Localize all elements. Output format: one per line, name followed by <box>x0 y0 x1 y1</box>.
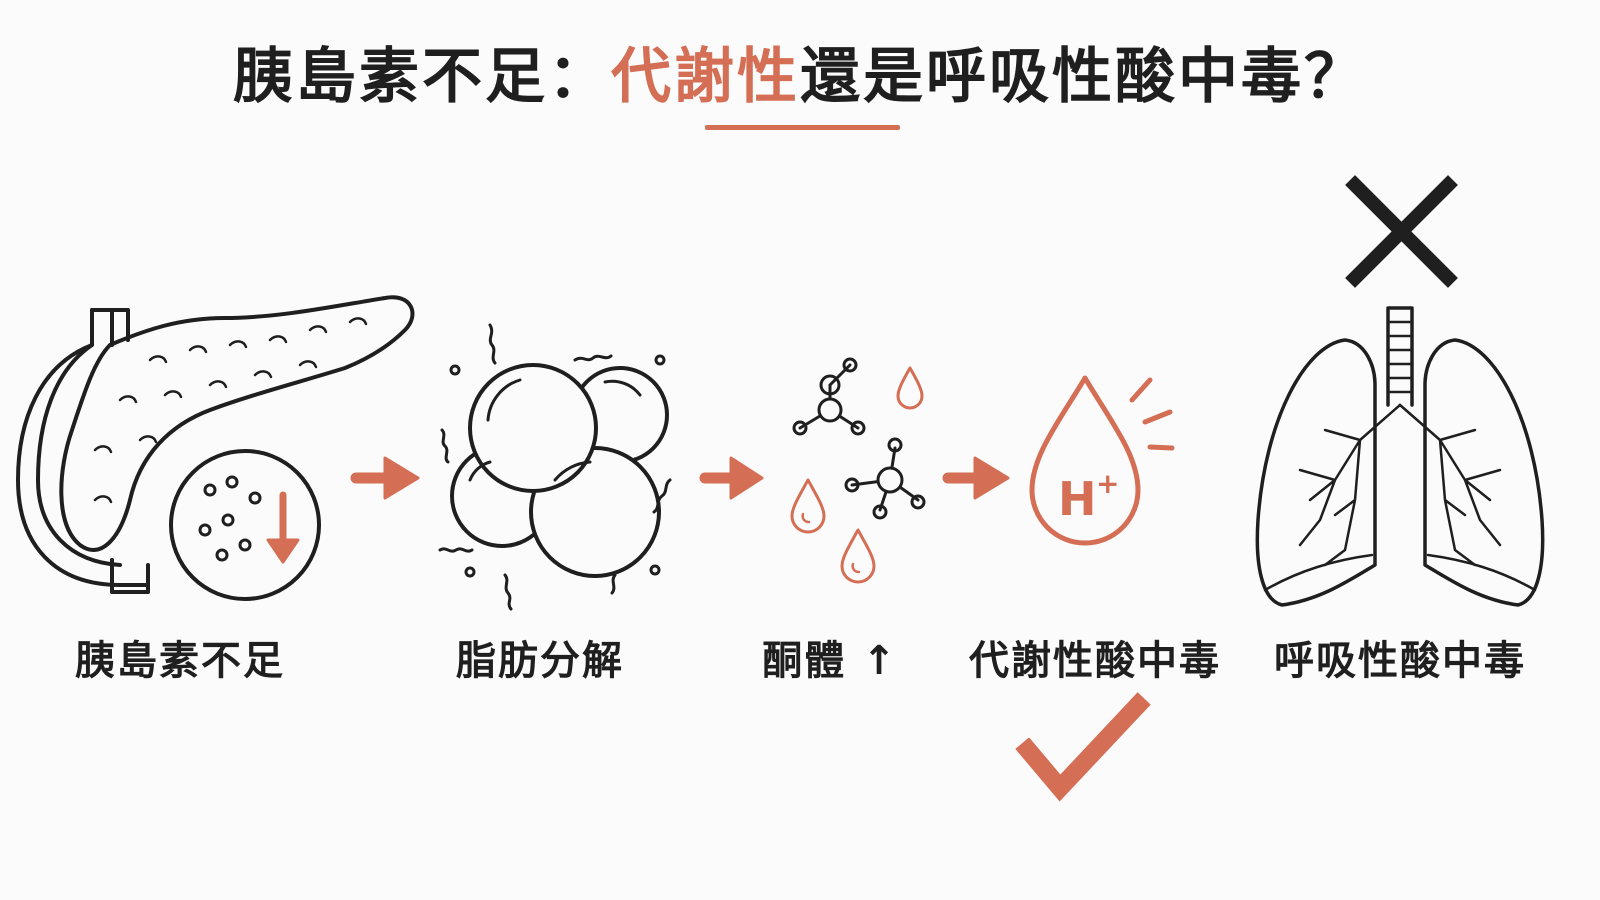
step-label-metabolic-acidosis: 代謝性酸中毒 <box>969 638 1221 684</box>
title-accent: 代謝性 <box>611 42 800 112</box>
ketone-molecules-icon <box>792 357 926 520</box>
h-plus-sign: + <box>1096 467 1119 500</box>
decrease-arrow-icon <box>266 491 300 564</box>
title-underline <box>705 125 900 130</box>
flow-arrow-2 <box>699 456 764 500</box>
h-plus-letter: H <box>1058 472 1097 526</box>
pancreas-icon <box>16 295 415 601</box>
acid-droplets-icon <box>790 366 924 584</box>
flow-arrow-3 <box>942 456 1010 500</box>
title-text-end: 還是呼吸性酸中毒？ <box>800 42 1367 112</box>
step-label-lipolysis: 脂肪分解 <box>456 638 624 684</box>
title-text-start: 胰島素不足： <box>233 42 611 112</box>
flow-arrow-1 <box>350 456 420 500</box>
fat-droplets-icon <box>438 323 672 611</box>
diagram-title: 胰島素不足：代謝性還是呼吸性酸中毒？ <box>0 28 1600 115</box>
step-label-insulin-deficiency: 胰島素不足 <box>75 638 285 684</box>
cross-mark-icon <box>1345 175 1458 288</box>
step-label-ketones: 酮體 ↑ <box>762 638 898 684</box>
check-mark-icon <box>1015 692 1151 802</box>
h-plus-drop-icon <box>1029 375 1175 546</box>
step-label-respiratory-acidosis: 呼吸性酸中毒 <box>1274 638 1526 684</box>
lungs-icon <box>1255 306 1545 607</box>
